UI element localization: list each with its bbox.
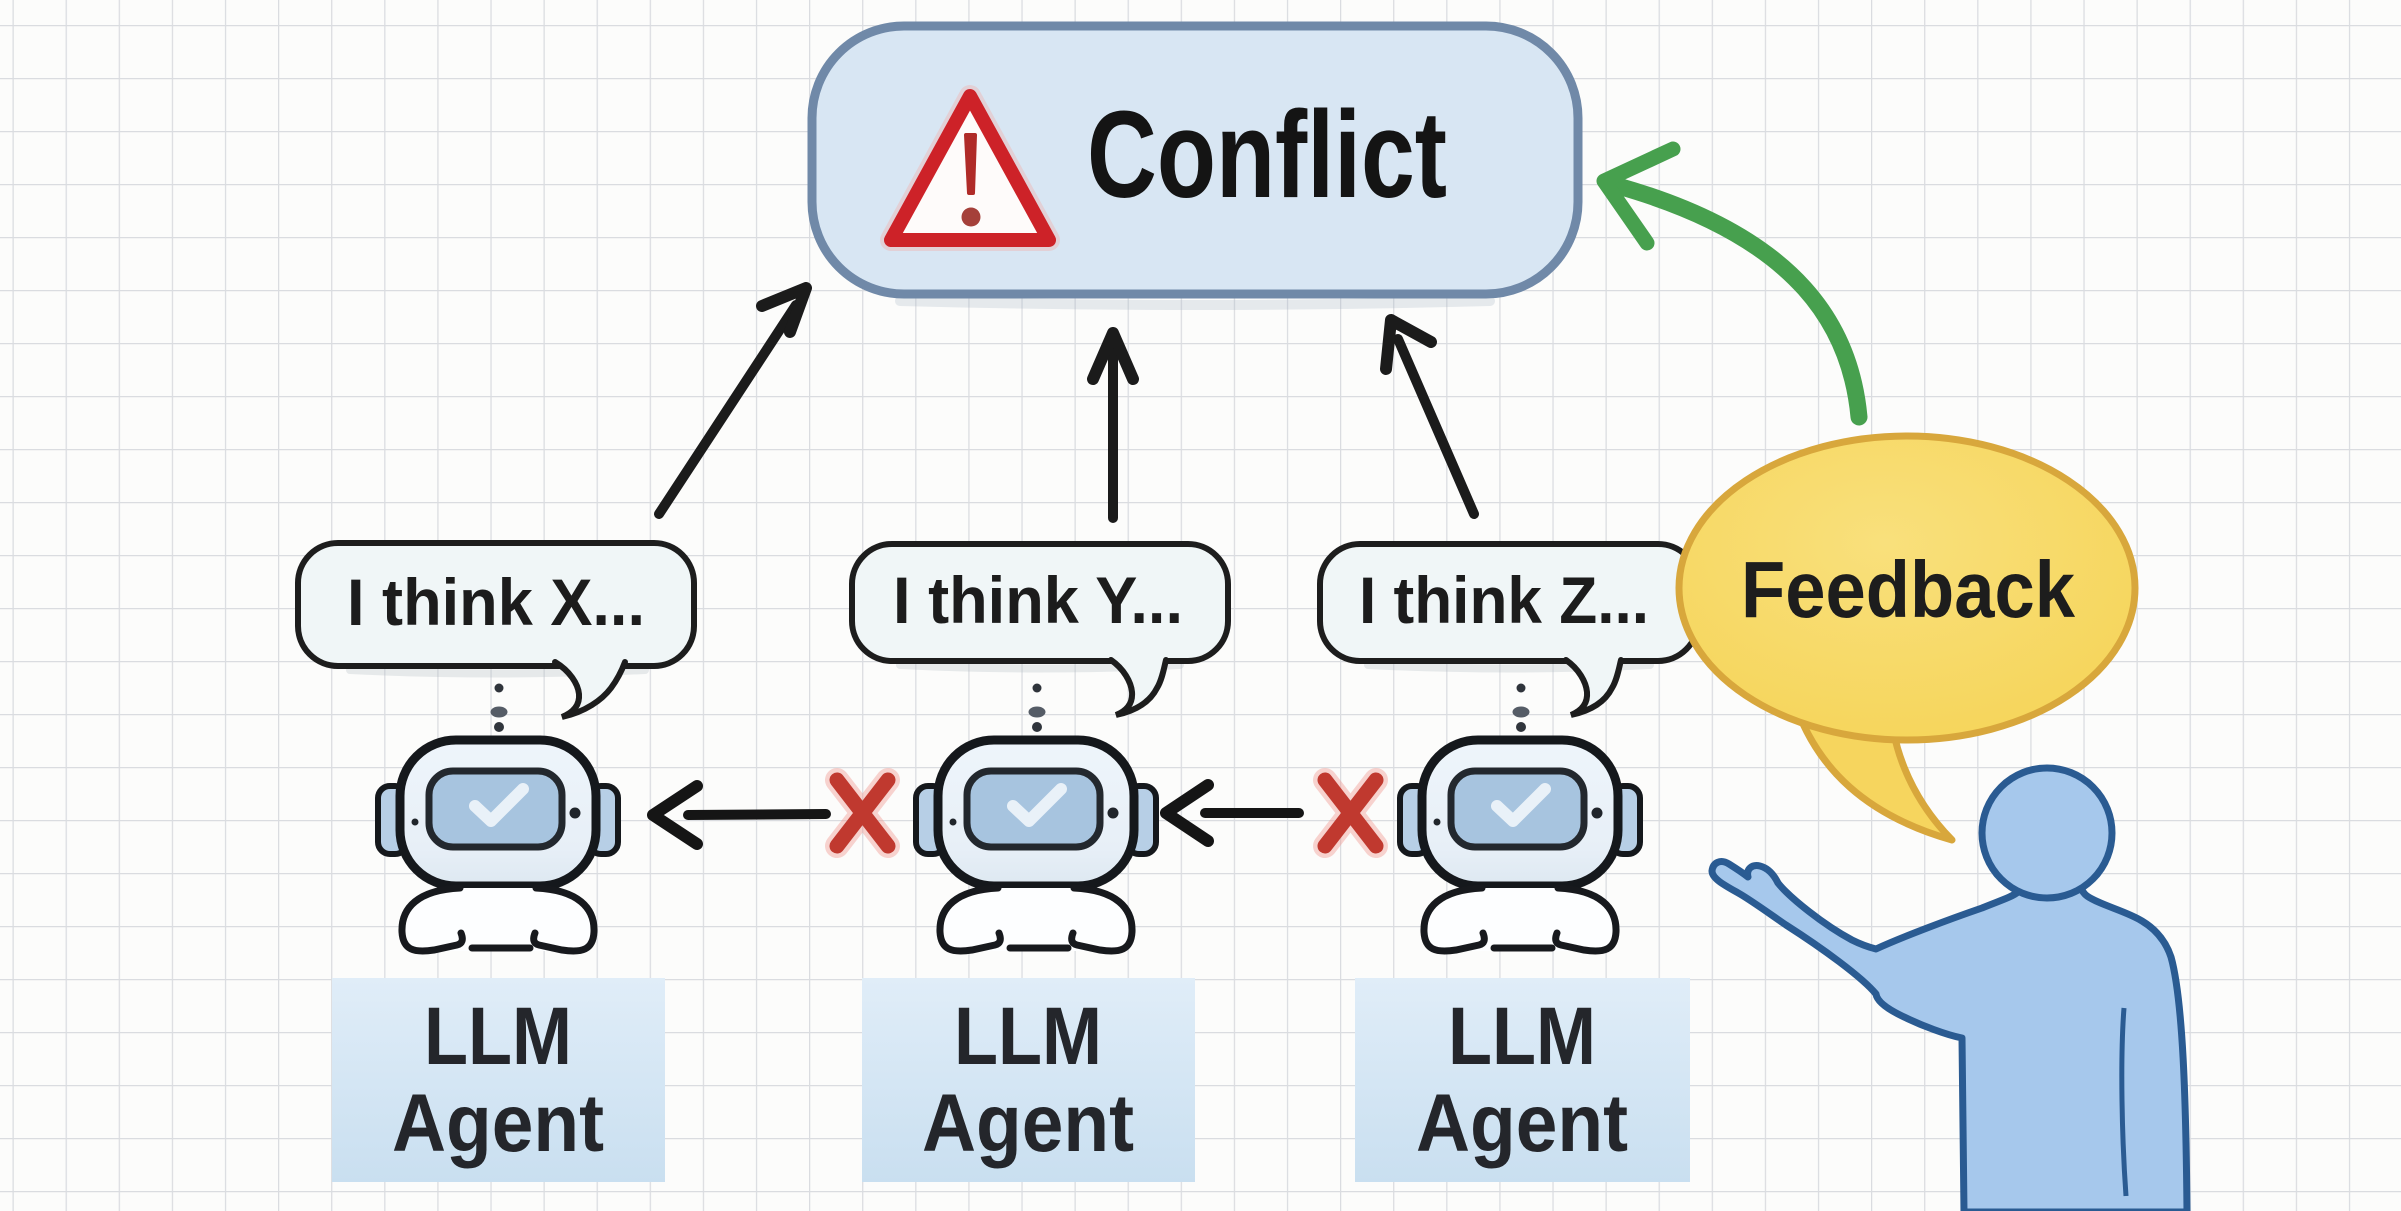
svg-text:Agent: Agent xyxy=(392,1078,604,1169)
svg-text:Agent: Agent xyxy=(1416,1078,1628,1169)
svg-text:Agent: Agent xyxy=(922,1078,1134,1169)
svg-text:LLM: LLM xyxy=(424,991,572,1082)
svg-text:I think Y...: I think Y... xyxy=(893,563,1183,637)
svg-text:I think X...: I think X... xyxy=(347,565,645,639)
svg-text:Feedback: Feedback xyxy=(1741,545,2075,634)
svg-text:LLM: LLM xyxy=(1448,991,1596,1082)
svg-text:I think Z...: I think Z... xyxy=(1359,563,1649,637)
svg-text:LLM: LLM xyxy=(954,991,1102,1082)
svg-text:Conflict: Conflict xyxy=(1087,87,1447,224)
